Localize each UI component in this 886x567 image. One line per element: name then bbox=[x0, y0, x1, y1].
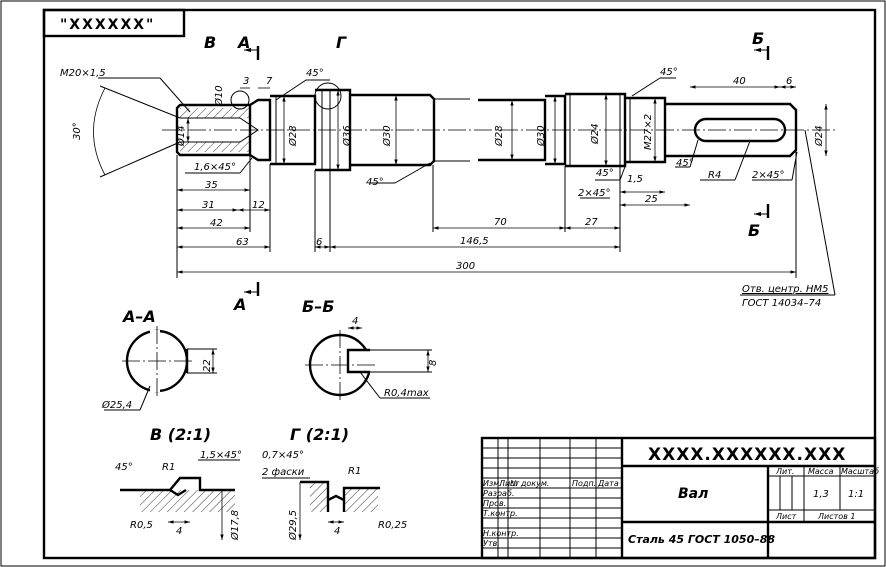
g-dim-r0-25: R0,25 bbox=[378, 520, 407, 531]
tb-col-doc: № докум. bbox=[509, 479, 549, 488]
main-view-labels: А А Б Б В Г M20×1,5 30° Ø14 Ø10 Ø28 Ø36 … bbox=[60, 29, 828, 314]
section-aa-title: А–А bbox=[121, 307, 156, 326]
bb-dim-4: 4 bbox=[352, 316, 358, 327]
tb-col-date: Дата bbox=[597, 479, 619, 488]
detail-g: Г (2:1) 0,7×45° 2 фаски R1 Ø29,5 4 R0,25 bbox=[262, 425, 407, 541]
dim-chamfer-45-e: 45° bbox=[676, 158, 694, 169]
aa-dim-22: 22 bbox=[202, 359, 213, 372]
cut-label-a-bottom: А bbox=[232, 295, 246, 314]
tb-col-list: Лист bbox=[498, 479, 520, 488]
tb-col-sign: Подп. bbox=[572, 479, 596, 488]
dim-len-146-5: 146,5 bbox=[460, 236, 489, 247]
dim-d36: Ø36 bbox=[341, 125, 353, 147]
corner-stamp-box bbox=[42, 8, 186, 38]
dim-chamfer-45-a: 45° bbox=[306, 68, 324, 79]
dim-len-70: 70 bbox=[494, 217, 507, 228]
dim-thread-m20: M20×1,5 bbox=[60, 68, 106, 79]
dim-angle-30: 30° bbox=[72, 122, 83, 140]
dim-len-6a: 6 bbox=[786, 76, 792, 87]
dim-d28b: Ø28 bbox=[493, 125, 505, 147]
dim-chamfer-2-b: 2×45° bbox=[752, 170, 784, 181]
dim-radius-4: R4 bbox=[708, 170, 721, 181]
dim-len-40: 40 bbox=[733, 76, 746, 87]
tb-lit-header: Лит. bbox=[775, 467, 794, 476]
v-dim-1-5x45: 1,5×45° bbox=[200, 450, 242, 461]
center-hole-gost: ГОСТ 14034–74 bbox=[742, 298, 821, 309]
section-aa: А–А 22 Ø25,4 bbox=[101, 307, 217, 411]
detail-g-title: Г (2:1) bbox=[290, 425, 349, 444]
dim-chamfer-45-d: 45° bbox=[596, 168, 614, 179]
dim-len-300: 300 bbox=[456, 261, 475, 272]
tb-col-izm: Изм. bbox=[483, 479, 502, 488]
dim-len-42: 42 bbox=[210, 218, 223, 229]
tb-sheet-label: Лист bbox=[775, 512, 797, 521]
tb-row-nkontr: Н.контр. bbox=[483, 529, 519, 538]
v-dim-4: 4 bbox=[176, 526, 182, 537]
g-dim-4: 4 bbox=[334, 526, 340, 537]
dim-len-6b: 6 bbox=[316, 237, 322, 248]
section-cut-marks bbox=[244, 46, 770, 296]
dim-d30a: Ø30 bbox=[381, 125, 393, 147]
dim-len-7: 7 bbox=[266, 76, 273, 87]
dim-len-3: 3 bbox=[243, 76, 249, 87]
g-dim-2-chamfers: 2 фаски bbox=[262, 467, 305, 478]
tb-mass-header: Масса bbox=[808, 467, 834, 476]
detail-v: В (2:1) 4 1,5×45° 45° R1 R0,5 Ø17,8 bbox=[115, 425, 242, 541]
detail-v-title: В (2:1) bbox=[150, 425, 211, 444]
dim-d30b: Ø30 bbox=[535, 125, 547, 147]
inner-frame bbox=[42, 8, 877, 560]
dimension-lines bbox=[93, 77, 836, 296]
tb-mass: 1,3 bbox=[813, 489, 829, 500]
bb-dim-8: 8 bbox=[428, 360, 439, 366]
dim-d24b: Ø24 bbox=[813, 125, 825, 147]
tb-row-utv: Утв. bbox=[483, 539, 500, 548]
dim-len-1-5: 1,5 bbox=[627, 174, 643, 185]
dim-d10: Ø10 bbox=[213, 85, 225, 107]
v-dim-r1: R1 bbox=[162, 462, 175, 473]
detail-label-g: Г bbox=[336, 33, 347, 52]
dim-chamfer-2-a: 2×45° bbox=[578, 188, 610, 199]
dim-d24a: Ø24 bbox=[589, 123, 601, 145]
g-dim-0-7x45: 0,7×45° bbox=[262, 450, 304, 461]
cut-label-b-top: Б bbox=[752, 29, 764, 48]
g-dim-r1: R1 bbox=[348, 466, 361, 477]
dim-d14: Ø14 bbox=[175, 125, 187, 147]
center-hole-note: Отв. центр. НМ5 bbox=[742, 284, 828, 295]
g-dim-d29-5: Ø29,5 bbox=[287, 510, 299, 541]
title-block: Изм. Лист № докум. Подп. Дата Разраб. Пр… bbox=[480, 436, 879, 560]
v-dim-r0-5: R0,5 bbox=[130, 520, 153, 531]
section-bb: Б–Б 4 8 R0,4max bbox=[302, 297, 439, 400]
dim-len-25: 25 bbox=[645, 194, 658, 205]
v-dim-d17-8: Ø17,8 bbox=[229, 510, 241, 541]
dim-m27: M27×2 bbox=[643, 114, 654, 150]
material: Сталь 45 ГОСТ 1050–88 bbox=[628, 533, 775, 546]
v-dim-45: 45° bbox=[115, 462, 133, 473]
aa-dim-d25-4: Ø25,4 bbox=[101, 399, 132, 411]
tb-row-razrab: Разраб. bbox=[483, 489, 514, 498]
dim-len-63: 63 bbox=[236, 237, 249, 248]
dim-chamfer-1-6: 1,6×45° bbox=[194, 162, 236, 173]
dim-chamfer-45-c: 45° bbox=[660, 67, 678, 78]
part-name: Вал bbox=[678, 486, 708, 502]
dim-len-35: 35 bbox=[205, 180, 218, 191]
tb-sheets-label: Листов 1 bbox=[817, 512, 856, 521]
detail-label-v: В bbox=[204, 33, 216, 52]
dim-len-27: 27 bbox=[585, 217, 598, 228]
cut-label-a-top: А bbox=[236, 33, 250, 52]
dim-len-31: 31 bbox=[202, 200, 215, 211]
section-bb-title: Б–Б bbox=[302, 297, 334, 316]
tb-scale: 1:1 bbox=[848, 489, 864, 500]
bb-dim-r04: R0,4max bbox=[384, 388, 429, 399]
tb-scale-header: Масштаб bbox=[841, 467, 879, 476]
cut-label-b-bottom: Б bbox=[748, 221, 760, 240]
dim-d28a: Ø28 bbox=[287, 125, 299, 147]
dim-len-12: 12 bbox=[252, 200, 265, 211]
designation: XXXX.XXXXXX.XXX bbox=[648, 445, 846, 465]
dim-chamfer-45-b: 45° bbox=[366, 177, 384, 188]
tb-row-prov: Пров. bbox=[483, 499, 506, 508]
tb-row-tkontr: Т.контр. bbox=[483, 509, 518, 518]
corner-stamp: "XXXXXX" bbox=[60, 17, 155, 33]
